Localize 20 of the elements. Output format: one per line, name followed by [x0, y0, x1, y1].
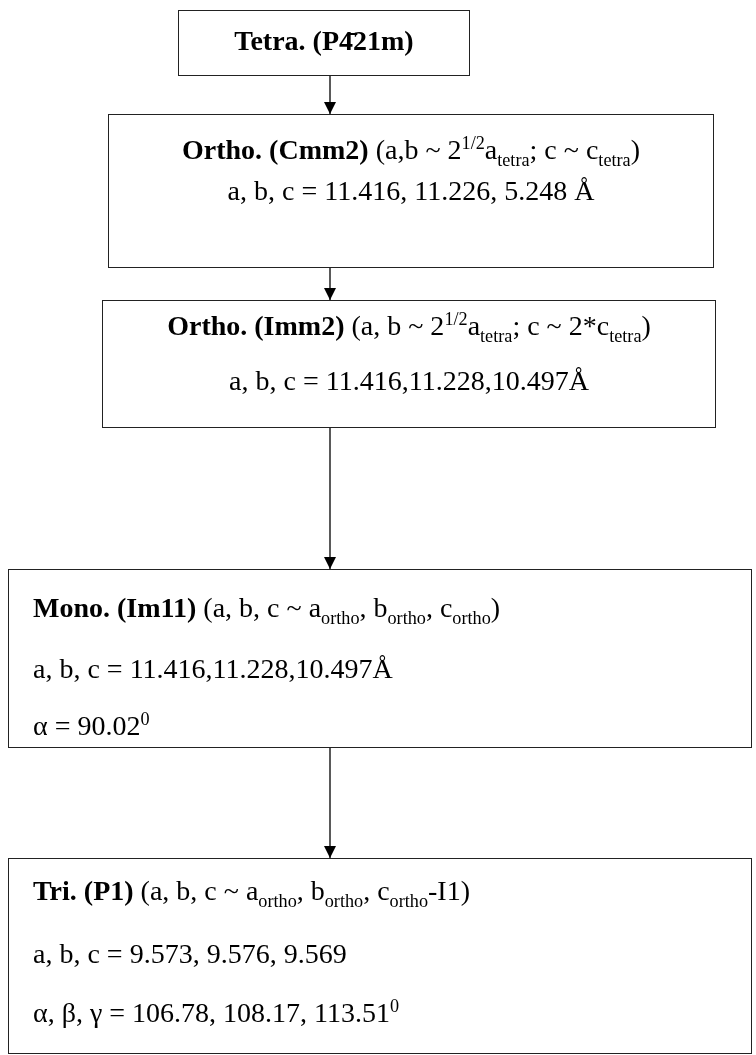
stage-heading: Tetra. (P4̄21m) — [233, 25, 415, 58]
process-box — [178, 10, 470, 76]
lattice-parameters: a, b, c = 11.416,11.228,10.497Å — [228, 364, 590, 398]
stage-heading: Tri. (P1) (a, b, c ~ a$_{ortho}$, b$_{ortho}$, c$_{ortho}$-I1) — [33, 875, 471, 912]
arrow — [324, 267, 336, 301]
process-box — [8, 569, 752, 748]
lattice-parameters: a, b, c = 9.573, 9.576, 9.569 — [33, 937, 348, 970]
process-box — [108, 114, 714, 268]
stage-heading: Ortho. (Cmm2) (a,b ~ 2$^{1/2}$a$_{tetra}$; c ~ c$_{tetra}$) — [181, 133, 641, 171]
lattice-parameters: α, β, γ = 106.78, 108.17, 113.51$^{0}$ — [33, 995, 401, 1030]
lattice-parameters: a, b, c = 11.416, 11.226, 5.248 Å — [226, 174, 596, 208]
stage-heading: Mono. (Im11) (a, b, c ~ a$_{ortho}$, b$_{ortho}$, c$_{ortho}$) — [33, 592, 502, 629]
lattice-parameters: α = 90.02$^{0}$ — [33, 708, 151, 743]
lattice-parameters: a, b, c = 11.416,11.228,10.497Å — [33, 652, 394, 685]
arrow — [324, 427, 336, 570]
arrow — [324, 75, 336, 115]
process-box — [102, 300, 716, 428]
process-box — [8, 858, 752, 1054]
arrow — [324, 747, 336, 859]
stage-heading: Ortho. (Imm2) (a, b ~ 2$^{1/2}$a$_{tetra}$; c ~ 2*c$_{tetra}$) — [166, 309, 652, 347]
